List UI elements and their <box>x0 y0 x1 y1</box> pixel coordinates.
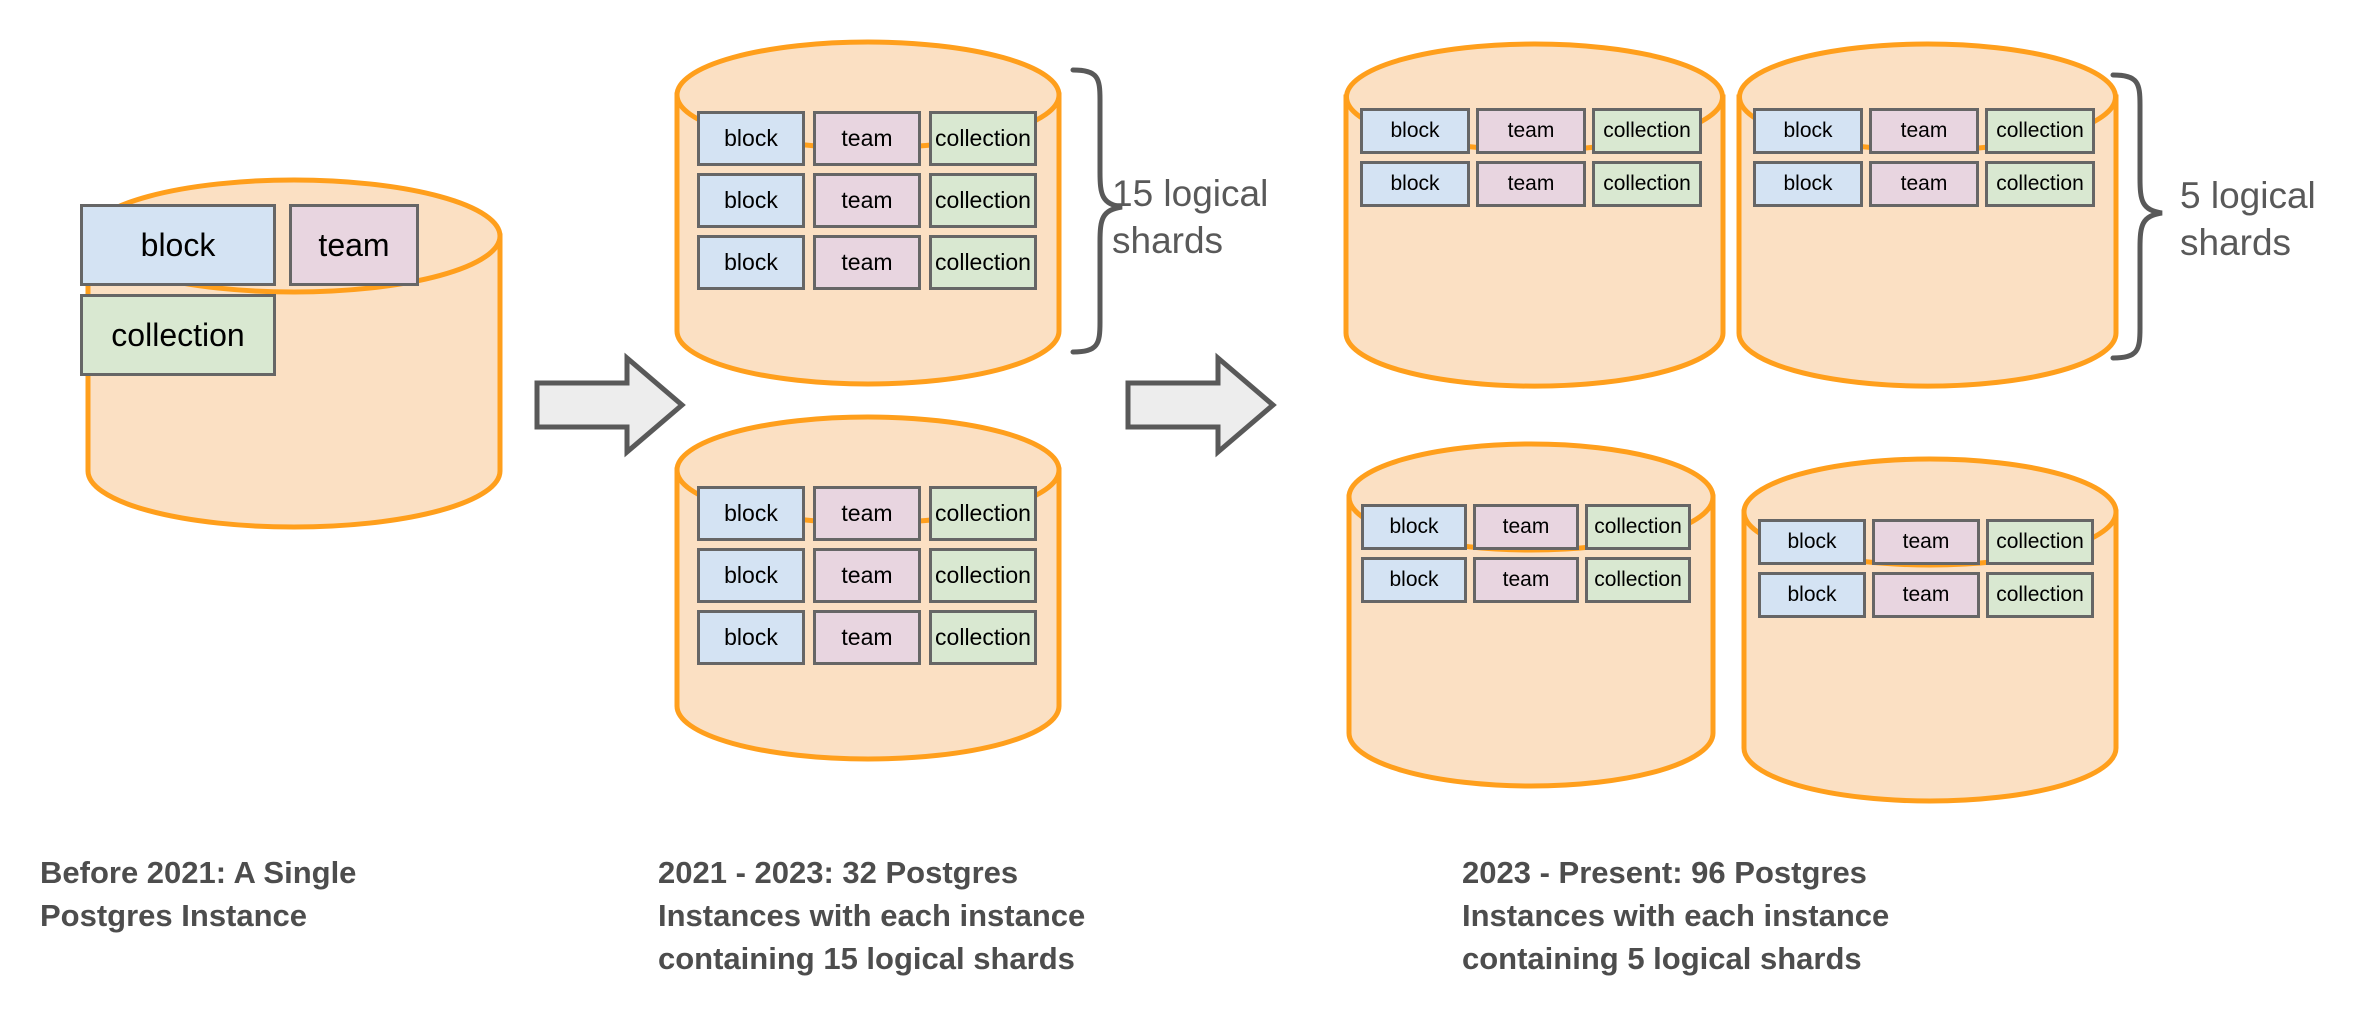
cylinder-stage3-instance2: block team collection block team collect… <box>1735 40 2120 390</box>
shard-collection[interactable]: collection <box>929 111 1037 166</box>
shard-block[interactable]: block <box>697 486 805 541</box>
shard-row: block team collection <box>697 111 1037 166</box>
shard-block[interactable]: block <box>1758 519 1866 565</box>
shard-grid: block team collection block team collect… <box>697 486 1037 665</box>
shard-team[interactable]: team <box>1872 572 1980 618</box>
shard-collection[interactable]: collection <box>80 294 276 376</box>
shard-row: block team collection <box>1753 108 2095 154</box>
shard-collection[interactable]: collection <box>929 548 1037 603</box>
cylinder-shape <box>1346 441 1716 789</box>
caption-stage-2: 2021 - 2023: 32 Postgres Instances with … <box>658 855 1086 976</box>
shard-collection[interactable]: collection <box>1592 108 1702 154</box>
shard-team[interactable]: team <box>1473 504 1579 550</box>
shard-block[interactable]: block <box>697 548 805 603</box>
shard-block[interactable]: block <box>80 204 276 286</box>
shard-row: block team collection <box>1360 108 1702 154</box>
shard-team[interactable]: team <box>1473 557 1579 603</box>
shard-block[interactable]: block <box>1753 108 1863 154</box>
shard-block[interactable]: block <box>697 235 805 290</box>
shard-row: block team collection <box>697 486 1037 541</box>
shard-collection[interactable]: collection <box>1985 108 2095 154</box>
shard-block[interactable]: block <box>1753 161 1863 207</box>
shard-collection[interactable]: collection <box>1986 572 2094 618</box>
cylinder-stage3-instance4: block team collection block team collect… <box>1740 455 2120 805</box>
shard-collection[interactable]: collection <box>929 610 1037 665</box>
shard-team[interactable]: team <box>1872 519 1980 565</box>
annotation-15-logical-shards: 15 logical shards <box>1112 173 1269 262</box>
caption-stage-1: Before 2021: A Single Postgres Instance <box>40 855 357 933</box>
arrow-1-icon <box>534 352 686 458</box>
shard-team[interactable]: team <box>1476 108 1586 154</box>
shard-team[interactable]: team <box>813 111 921 166</box>
annotation-5-logical-shards: 5 logical shards <box>2180 175 2316 264</box>
shard-collection[interactable]: collection <box>1592 161 1702 207</box>
shard-block[interactable]: block <box>1360 161 1470 207</box>
shard-row: block team collection <box>1753 161 2095 207</box>
shard-block[interactable]: block <box>1758 572 1866 618</box>
arrow-2-icon <box>1125 352 1277 458</box>
shard-block[interactable]: block <box>697 173 805 228</box>
shard-row: block team collection <box>697 548 1037 603</box>
shard-grid: block team collection block team collect… <box>1758 519 2094 618</box>
shard-collection[interactable]: collection <box>929 235 1037 290</box>
shard-collection[interactable]: collection <box>1585 504 1691 550</box>
shard-collection[interactable]: collection <box>1985 161 2095 207</box>
shard-grid: block team collection block team collect… <box>1361 504 1691 603</box>
shard-row: block team collection <box>1361 557 1691 603</box>
shard-team[interactable]: team <box>1869 161 1979 207</box>
shard-team[interactable]: team <box>1869 108 1979 154</box>
shard-team[interactable]: team <box>1476 161 1586 207</box>
shard-team[interactable]: team <box>813 610 921 665</box>
shard-grid: block team collection block team collect… <box>1753 108 2095 207</box>
cylinder-shape <box>1736 41 2119 389</box>
shard-block[interactable]: block <box>697 111 805 166</box>
shard-row: block team collection <box>697 235 1037 290</box>
shard-collection[interactable]: collection <box>929 486 1037 541</box>
cylinder-stage1-instance1: block team collection <box>80 176 504 531</box>
cylinder-stage2-instance2: block team collection block team collect… <box>673 413 1063 763</box>
shard-team[interactable]: team <box>813 548 921 603</box>
shard-team[interactable]: team <box>289 204 419 286</box>
cylinder-stage3-instance3: block team collection block team collect… <box>1345 440 1717 790</box>
shard-row: block team collection <box>1360 161 1702 207</box>
shard-collection[interactable]: collection <box>1986 519 2094 565</box>
shard-collection[interactable]: collection <box>1585 557 1691 603</box>
shard-row: block team collection <box>1758 519 2094 565</box>
shard-row: collection <box>80 294 502 376</box>
brace-5-shards-icon <box>2110 72 2163 361</box>
shard-row: block team <box>80 204 502 286</box>
shard-block[interactable]: block <box>697 610 805 665</box>
shard-team[interactable]: team <box>813 173 921 228</box>
shard-row: block team collection <box>697 173 1037 228</box>
cylinder-stage3-instance1: block team collection block team collect… <box>1342 40 1727 390</box>
shard-grid: block team collection block team collect… <box>1360 108 1702 207</box>
shard-row: block team collection <box>1361 504 1691 550</box>
shard-block[interactable]: block <box>1361 504 1467 550</box>
shard-grid: block team collection <box>80 204 502 376</box>
shard-grid: block team collection block team collect… <box>697 111 1037 290</box>
cylinder-shape <box>1741 456 2119 804</box>
cylinder-stage2-instance1: block team collection block team collect… <box>673 38 1063 388</box>
shard-row: block team collection <box>697 610 1037 665</box>
shard-collection[interactable]: collection <box>929 173 1037 228</box>
cylinder-shape <box>1343 41 1726 389</box>
shard-row: block team collection <box>1758 572 2094 618</box>
shard-block[interactable]: block <box>1360 108 1470 154</box>
shard-block[interactable]: block <box>1361 557 1467 603</box>
caption-stage-3: 2023 - Present: 96 Postgres Instances wi… <box>1462 855 1890 976</box>
shard-team[interactable]: team <box>813 235 921 290</box>
shard-team[interactable]: team <box>813 486 921 541</box>
